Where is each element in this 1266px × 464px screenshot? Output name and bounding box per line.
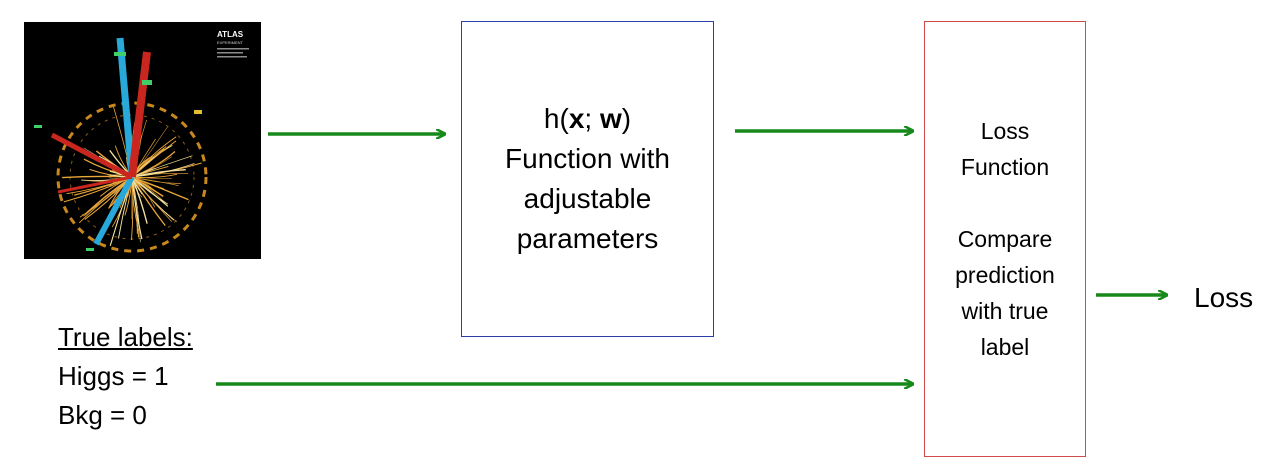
particle-track (131, 168, 186, 178)
higgs-label: Higgs = 1 (58, 361, 169, 391)
particle-track (131, 176, 173, 222)
model-line-3: parameters (516, 223, 659, 254)
model-function-box: h(x; w) Function with adjustable paramet… (461, 21, 714, 337)
muon-hit (86, 248, 94, 251)
particle-track (131, 176, 169, 205)
event-display-graphic: ATLAS EXPERIMENT (34, 28, 254, 253)
bkg-label: Bkg = 0 (58, 400, 147, 430)
loss-line-5: with true (961, 298, 1049, 324)
formula-separator: ; (584, 103, 600, 134)
jet-track-left-small (57, 175, 133, 194)
atlas-event-display-image: ATLAS EXPERIMENT (24, 22, 261, 259)
jet-track-upper (128, 51, 151, 178)
formula-suffix: ) (621, 103, 632, 134)
loss-line-4: prediction (955, 262, 1055, 288)
particle-track (131, 176, 179, 186)
atlas-logo: ATLAS EXPERIMENT (214, 28, 254, 62)
loss-line-1: Loss (980, 118, 1030, 144)
atlas-logo-subtext: EXPERIMENT (217, 40, 244, 45)
particle-track (131, 176, 166, 226)
loss-line-6: label (980, 334, 1030, 360)
electron-track-lower (93, 175, 135, 246)
true-labels-block: True labels: Higgs = 1 Bkg = 0 (58, 318, 193, 435)
loss-function-box: Loss Function Compare prediction with tr… (924, 21, 1086, 457)
model-formula: h(x; w) (544, 99, 631, 139)
muon-hit (142, 80, 152, 85)
muon-hit (114, 52, 126, 56)
electron-track-upper (116, 37, 136, 178)
muon-hit (34, 125, 42, 128)
model-line-2: adjustable (523, 183, 652, 214)
true-labels-heading: True labels: (58, 322, 193, 352)
model-line-1: Function with (505, 143, 670, 174)
particle-track (131, 176, 164, 197)
calorimeter-hit (194, 110, 202, 114)
loss-line-3: Compare (957, 226, 1053, 252)
particle-track (131, 176, 165, 190)
formula-x: x (568, 103, 585, 134)
particle-track (131, 176, 148, 224)
atlas-logo-text: ATLAS (217, 30, 244, 39)
loss-line-2: Function (960, 154, 1050, 180)
formula-w: w (599, 103, 622, 134)
loss-output-label: Loss (1194, 282, 1254, 313)
detector-ring-outer (56, 101, 208, 253)
jet-track-left (50, 132, 134, 180)
formula-prefix: h( (543, 103, 569, 134)
